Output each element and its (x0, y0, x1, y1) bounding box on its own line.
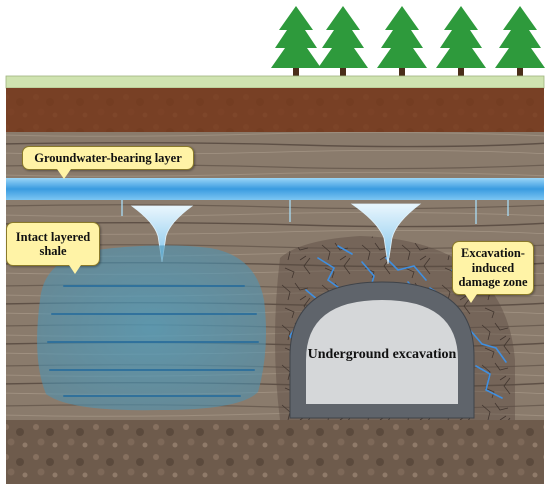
seepage-funnel-right (350, 203, 422, 265)
intact-shale-zone (37, 245, 266, 411)
seepage-drips (121, 200, 509, 224)
tree-icon (318, 6, 368, 78)
tree-icon (436, 6, 486, 78)
intact-shale-callout: Intact layered shale (6, 222, 100, 274)
tunnel (289, 281, 475, 419)
tree-icon (271, 6, 321, 78)
tree-icon (377, 6, 427, 78)
tree-icon (495, 6, 545, 78)
groundwater-layer-label: Groundwater-bearing layer (34, 150, 182, 165)
groundwater-layer (6, 178, 544, 200)
excavation-label: Underground excavation (307, 347, 457, 362)
bottom-rubble-layer (6, 420, 544, 484)
groundwater-layer-callout: Groundwater-bearing layer (22, 146, 194, 179)
intact-shale-label: Intact layered shale (15, 229, 91, 258)
tunnel-interior (306, 300, 458, 404)
forest (271, 6, 545, 78)
damage-zone-callout: Excavation-induced damage zone (452, 241, 534, 303)
grass-strip (5, 75, 545, 89)
damage-zone-label: Excavation-induced damage zone (458, 246, 528, 290)
